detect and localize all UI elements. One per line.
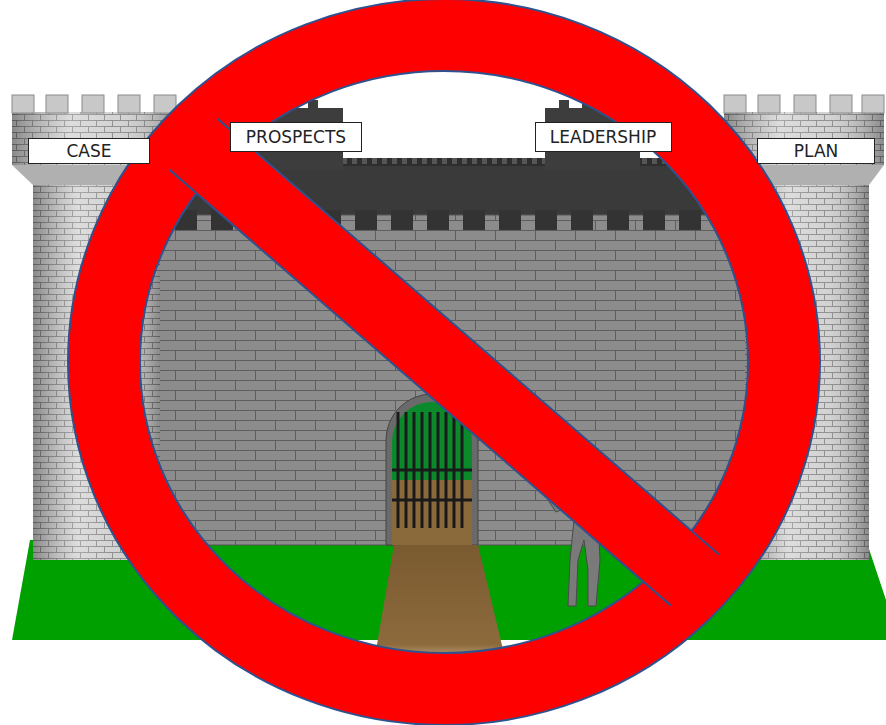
gate-ground <box>392 480 472 545</box>
label-text: PROSPECTS <box>246 129 346 146</box>
tower-label: PLAN <box>757 138 875 164</box>
label-text: PLAN <box>794 143 838 160</box>
label-text: LEADERSHIP <box>550 129 656 146</box>
tower-label: CASE <box>28 138 150 164</box>
portcullis <box>392 412 472 528</box>
path <box>374 545 506 662</box>
turret-merlons <box>262 100 615 109</box>
tower-label: LEADERSHIP <box>535 122 672 152</box>
prohibition-sign <box>104 35 784 689</box>
tower-label: PROSPECTS <box>230 122 362 152</box>
label-text: CASE <box>66 143 111 160</box>
